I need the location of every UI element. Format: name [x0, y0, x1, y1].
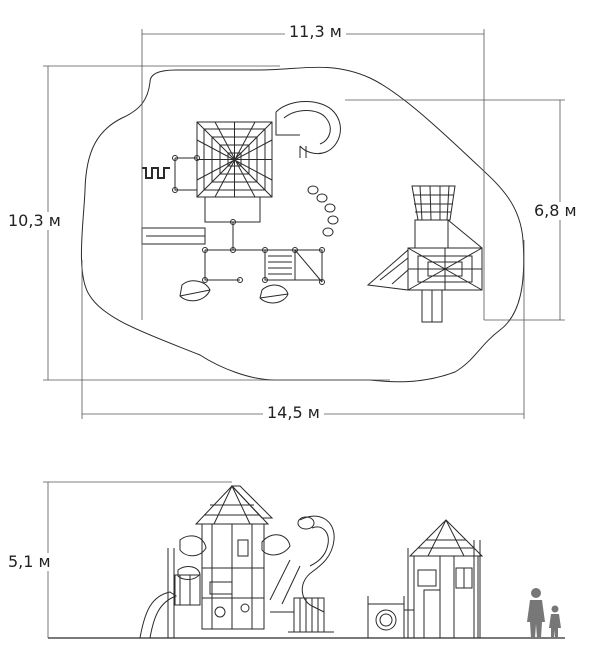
- stepping-pods: [307, 185, 339, 237]
- right-tower-elevation: [407, 519, 484, 639]
- post-markers: [172, 155, 325, 285]
- platform-stairs-elevation: [270, 597, 334, 633]
- left-frame-elevation: [167, 548, 201, 638]
- top-width-label: 11,3 м: [285, 23, 346, 41]
- leaf-panels-elevation: [177, 534, 291, 580]
- elevation-view: [43, 481, 565, 639]
- safety-zone-outline: [80, 66, 525, 383]
- depth-label: 6,8 м: [530, 202, 581, 220]
- plan-dimension-lines: [43, 29, 565, 419]
- straight-slide-elevation: [139, 591, 178, 639]
- plan-view: [80, 66, 525, 383]
- ring-climber-elevation: [367, 596, 414, 638]
- leaf-decorations: [179, 280, 289, 304]
- elevation-height-label: 5,1 м: [4, 553, 55, 571]
- tube-slide-plan: [275, 101, 341, 158]
- net-roof-tower: [196, 121, 273, 198]
- wavy-climber: [142, 167, 170, 179]
- right-complex-plan: [366, 185, 483, 323]
- platforms: [174, 157, 323, 283]
- total-height-label: 10,3 м: [4, 212, 65, 230]
- elevation-dimension-lines: [43, 481, 232, 638]
- human-figures: [527, 588, 561, 638]
- left-tower-elevation: [194, 485, 274, 630]
- straight-slide-plan: [141, 227, 206, 245]
- overall-width-label: 14,5 м: [263, 404, 324, 422]
- tube-slide-elevation: [269, 515, 335, 613]
